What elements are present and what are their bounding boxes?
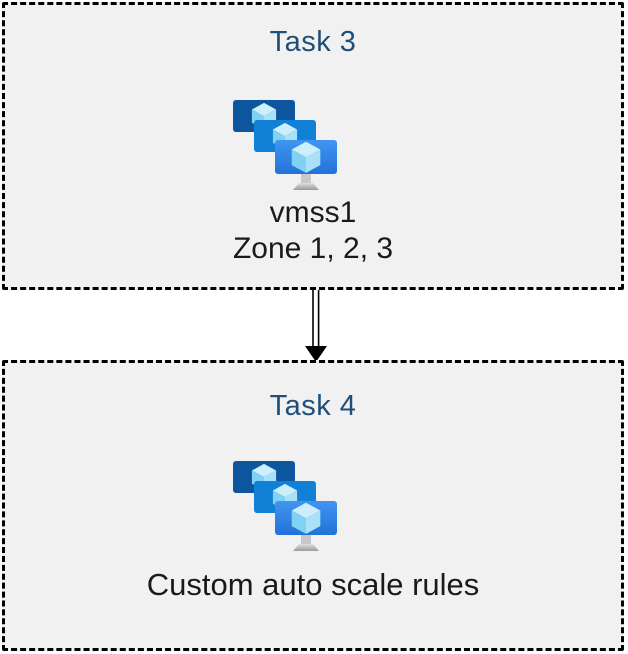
task-title: Task 3: [269, 26, 357, 58]
autoscale-rules-label: Custom auto scale rules: [146, 567, 480, 602]
vm-scale-sets-icon: [233, 461, 337, 551]
box-label: Custom auto scale rules: [5, 567, 621, 603]
down-arrow-connector: [305, 290, 327, 362]
vm-scale-sets-icon: [233, 100, 337, 190]
zone-label: Zone 1, 2, 3: [232, 232, 394, 265]
box-label: vmss1 Zone 1, 2, 3: [5, 195, 621, 267]
task-4-box: Task 4 Custom auto scale rules: [2, 360, 624, 651]
task-3-box: Task 3 vmss1 Zone 1, 2, 3: [2, 2, 624, 290]
vmss-name-label: vmss1: [269, 196, 357, 229]
task-title: Task 4: [269, 390, 357, 422]
